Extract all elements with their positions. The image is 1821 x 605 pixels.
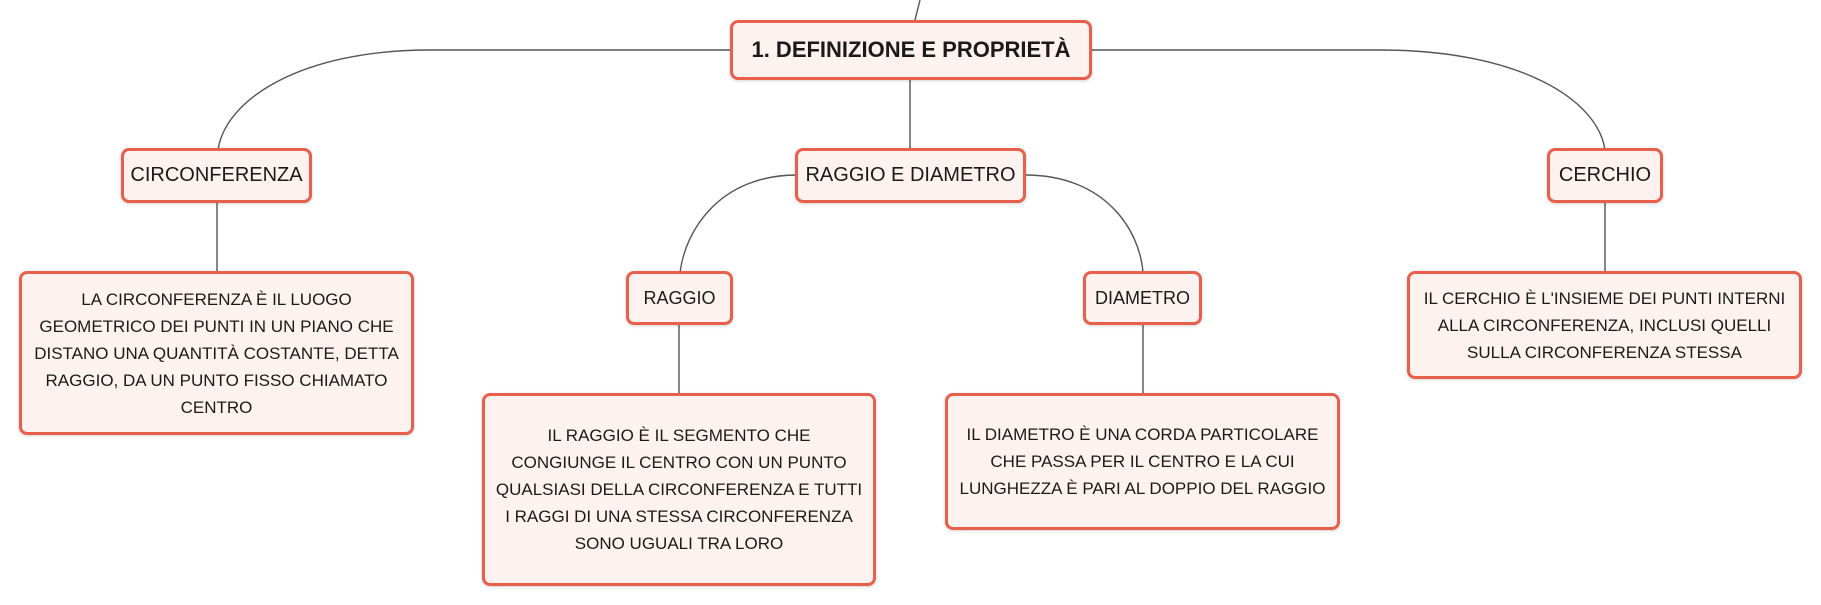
link-raggiodiametro-raggio — [679, 174, 798, 274]
raggio-text-node[interactable]: IL RAGGIO È IL SEGMENTO CHE CONGIUNGE IL… — [482, 393, 876, 586]
raggio-diametro-label: RAGGIO E DIAMETRO — [805, 164, 1016, 186]
diametro-node[interactable]: DIAMETRO — [1083, 271, 1202, 325]
raggio-label: RAGGIO — [643, 287, 716, 308]
raggio-diametro-node[interactable]: RAGGIO E DIAMETRO — [795, 148, 1026, 203]
link-raggiodiametro-diametro — [1024, 174, 1144, 274]
link-root-circonferenza — [217, 49, 732, 151]
raggio-node[interactable]: RAGGIO — [626, 271, 733, 325]
circonferenza-label: CIRCONFERENZA — [130, 164, 303, 186]
circonferenza-text: LA CIRCONFERENZA È IL LUOGO GEOMETRICO D… — [34, 289, 399, 417]
raggio-text: IL RAGGIO È IL SEGMENTO CHE CONGIUNGE IL… — [495, 426, 863, 553]
diametro-text: IL DIAMETRO È UNA CORDA PARTICOLARE CHE … — [959, 425, 1326, 498]
root-node-label: 1. DEFINIZIONE E PROPRIETÀ — [751, 37, 1071, 62]
root-node[interactable]: 1. DEFINIZIONE E PROPRIETÀ — [730, 20, 1092, 80]
cerchio-node[interactable]: CERCHIO — [1547, 148, 1663, 203]
circonferenza-node[interactable]: CIRCONFERENZA — [121, 148, 312, 203]
cerchio-label: CERCHIO — [1558, 164, 1652, 186]
link-root-parent — [914, 0, 921, 21]
cerchio-text: IL CERCHIO È L'INSIEME DEI PUNTI INTERNI… — [1423, 288, 1786, 362]
diametro-text-node[interactable]: IL DIAMETRO È UNA CORDA PARTICOLARE CHE … — [945, 393, 1340, 530]
circonferenza-text-node[interactable]: LA CIRCONFERENZA È IL LUOGO GEOMETRICO D… — [19, 271, 414, 435]
diametro-label: DIAMETRO — [1094, 287, 1190, 308]
link-root-cerchio — [1090, 49, 1606, 151]
cerchio-text-node[interactable]: IL CERCHIO È L'INSIEME DEI PUNTI INTERNI… — [1407, 271, 1802, 379]
